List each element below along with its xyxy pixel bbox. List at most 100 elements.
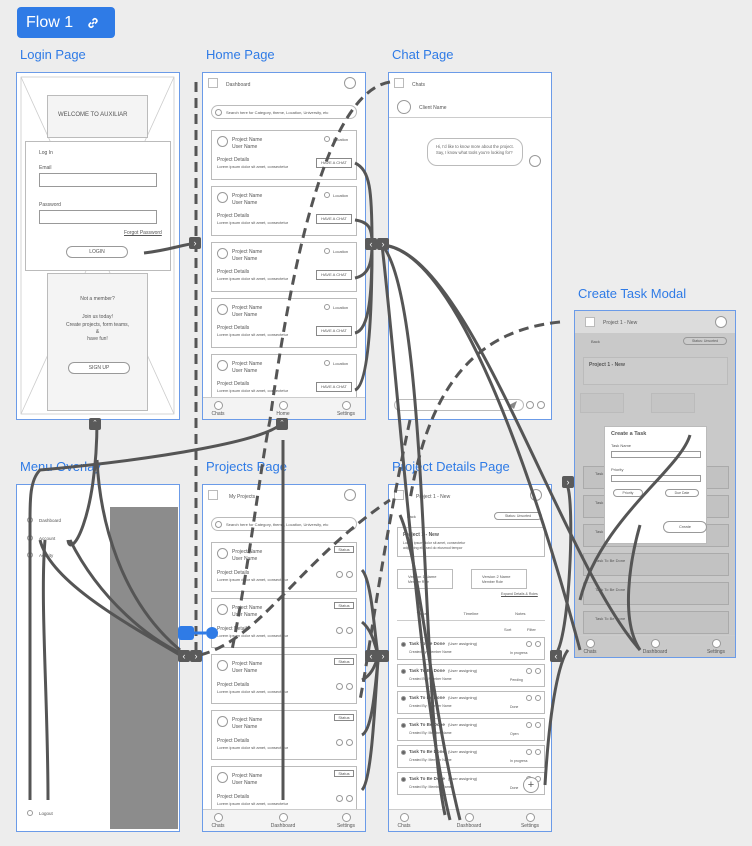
message-input[interactable] — [394, 399, 524, 411]
chevron-left-icon[interactable]: ‹ — [365, 238, 377, 250]
task-edit-icon[interactable] — [526, 668, 532, 674]
menu-icon[interactable] — [585, 317, 595, 327]
project-card[interactable]: Project Name User Name Status Project De… — [211, 710, 357, 760]
task-row[interactable]: Task To Be Done (User assigning) Created… — [397, 718, 545, 741]
tab-tasks[interactable]: Tasks — [416, 611, 427, 616]
status-dropdown[interactable]: Status: Unsorted — [683, 337, 727, 345]
project-card[interactable]: Project Name User Name Location Project … — [211, 186, 357, 236]
task-edit-icon[interactable] — [526, 749, 532, 755]
have-a-chat-button[interactable]: HAVE A CHAT — [316, 382, 352, 392]
chevron-up-icon[interactable]: ˆ — [89, 418, 101, 430]
task-delete-icon[interactable] — [535, 668, 541, 674]
have-a-chat-button[interactable]: HAVE A CHAT — [316, 326, 352, 336]
project-card[interactable]: Project Name User Name Location Project … — [211, 130, 357, 180]
nav-dashboard[interactable]: Dashboard — [268, 813, 298, 829]
project-card[interactable]: Project Name User Name Location Project … — [211, 298, 357, 348]
create-task-modal-title[interactable]: Create Task Modal — [578, 286, 687, 301]
password-field[interactable] — [39, 210, 157, 224]
task-edit-icon[interactable] — [526, 722, 532, 728]
task-name-field[interactable] — [611, 451, 701, 458]
forgot-password-link[interactable]: Forgot Password — [124, 230, 162, 236]
chevron-left-icon[interactable]: ‹ — [365, 650, 377, 662]
projects-page-title[interactable]: Projects Page — [206, 459, 287, 474]
nav-settings[interactable]: Settings — [331, 401, 361, 417]
back-link[interactable]: Back — [407, 514, 416, 519]
project-card[interactable]: Project Name User Name Status Project De… — [211, 542, 357, 592]
login-page-title[interactable]: Login Page — [20, 47, 86, 62]
edit-icon[interactable] — [336, 795, 343, 802]
profile-icon[interactable] — [715, 316, 727, 328]
projects-page-frame[interactable]: My Projects Search here for Category, th… — [202, 484, 366, 832]
have-a-chat-button[interactable]: HAVE A CHAT — [316, 270, 352, 280]
add-task-button[interactable]: + — [523, 777, 539, 793]
search-input[interactable]: Search here for Category, theme, Locatio… — [211, 517, 357, 531]
profile-icon[interactable] — [344, 77, 356, 89]
task-delete-icon[interactable] — [535, 749, 541, 755]
email-field[interactable] — [39, 173, 157, 187]
delete-icon[interactable] — [346, 683, 353, 690]
menu-item-logout[interactable]: Logout — [39, 811, 53, 816]
signup-button[interactable]: SIGN UP — [68, 362, 130, 374]
project-details-page-frame[interactable]: Project 1 - New Back Status: Unsorted Pr… — [388, 484, 552, 832]
edit-icon[interactable] — [336, 571, 343, 578]
task-edit-icon[interactable] — [526, 641, 532, 647]
status-dropdown[interactable]: Status: Unsorted — [494, 512, 542, 520]
menu-icon[interactable] — [208, 78, 218, 88]
chevron-right-icon[interactable]: › — [190, 650, 202, 662]
nav-dashboard[interactable]: Dashboard — [640, 639, 670, 655]
chevron-right-icon[interactable]: › — [562, 476, 574, 488]
nav-settings[interactable]: Settings — [331, 813, 361, 829]
filter-button[interactable]: Filter — [527, 627, 536, 632]
chevron-right-icon[interactable]: › — [189, 237, 201, 249]
menu-icon[interactable] — [208, 490, 218, 500]
menu-overlay-title[interactable]: Menu Overlay — [20, 459, 101, 474]
chat-page-frame[interactable]: Chats Client Name Hi, I'd like to know m… — [388, 72, 552, 420]
nav-home[interactable]: Home — [268, 401, 298, 417]
task-edit-icon[interactable] — [526, 695, 532, 701]
search-input[interactable]: Search here for Category, theme, Locatio… — [211, 105, 357, 119]
chevron-up-icon[interactable]: ˆ — [276, 418, 288, 430]
emoji-icon[interactable] — [537, 401, 545, 409]
menu-item-dashboard[interactable]: Dashboard — [39, 518, 62, 523]
menu-icon[interactable] — [394, 490, 404, 500]
tab-timeline[interactable]: Timeline — [463, 611, 479, 616]
create-task-button[interactable]: Create — [663, 521, 707, 533]
nav-settings[interactable]: Settings — [515, 813, 545, 829]
home-page-title[interactable]: Home Page — [206, 47, 275, 62]
sort-button[interactable]: Sort — [504, 627, 512, 632]
nav-chats[interactable]: Chats — [389, 813, 419, 829]
back-link[interactable]: Back — [591, 339, 600, 344]
link-icon[interactable] — [83, 13, 103, 33]
task-row[interactable]: Task To Be Done (User assigning) Created… — [397, 691, 545, 714]
menu-item-account[interactable]: Account — [39, 536, 56, 541]
menu-overlay-frame[interactable]: Dashboard Account Activity Logout — [16, 484, 180, 832]
login-page-frame[interactable]: WELCOME TO AUXILIAR Log In Email Passwor… — [16, 72, 180, 420]
priority-button[interactable]: Priority — [613, 489, 643, 497]
have-a-chat-button[interactable]: HAVE A CHAT — [316, 214, 352, 224]
overlay-backdrop[interactable] — [110, 507, 178, 829]
profile-icon[interactable] — [530, 489, 542, 501]
have-a-chat-button[interactable]: HAVE A CHAT — [316, 158, 352, 168]
task-delete-icon[interactable] — [535, 695, 541, 701]
nav-dashboard[interactable]: Dashboard — [454, 813, 484, 829]
login-button[interactable]: LOGIN — [66, 246, 128, 258]
chevron-right-icon[interactable]: › — [377, 238, 389, 250]
task-row[interactable]: Task To Be Done (User assigning) Created… — [397, 664, 545, 687]
chevron-left-icon[interactable]: ‹ — [178, 650, 190, 662]
edit-icon[interactable] — [336, 683, 343, 690]
menu-item-activity[interactable]: Activity — [39, 553, 54, 558]
chevron-right-icon[interactable]: › — [377, 650, 389, 662]
nav-chats[interactable]: Chats — [203, 813, 233, 829]
delete-icon[interactable] — [346, 795, 353, 802]
version-card[interactable]: Version 2 Name Member Role — [471, 569, 527, 589]
create-task-modal-frame[interactable]: Project 1 - New Back Status: Unsorted Pr… — [574, 310, 736, 658]
nav-settings[interactable]: Settings — [701, 639, 731, 655]
nav-chats[interactable]: Chats — [203, 401, 233, 417]
delete-icon[interactable] — [346, 571, 353, 578]
task-delete-icon[interactable] — [535, 641, 541, 647]
task-row[interactable]: Task To Be Done (User assigning) Created… — [397, 637, 545, 660]
flow-badge[interactable]: Flow 1 — [17, 7, 115, 38]
back-icon[interactable] — [394, 78, 404, 88]
tab-notes[interactable]: Notes — [515, 611, 526, 616]
chat-page-title[interactable]: Chat Page — [392, 47, 454, 62]
